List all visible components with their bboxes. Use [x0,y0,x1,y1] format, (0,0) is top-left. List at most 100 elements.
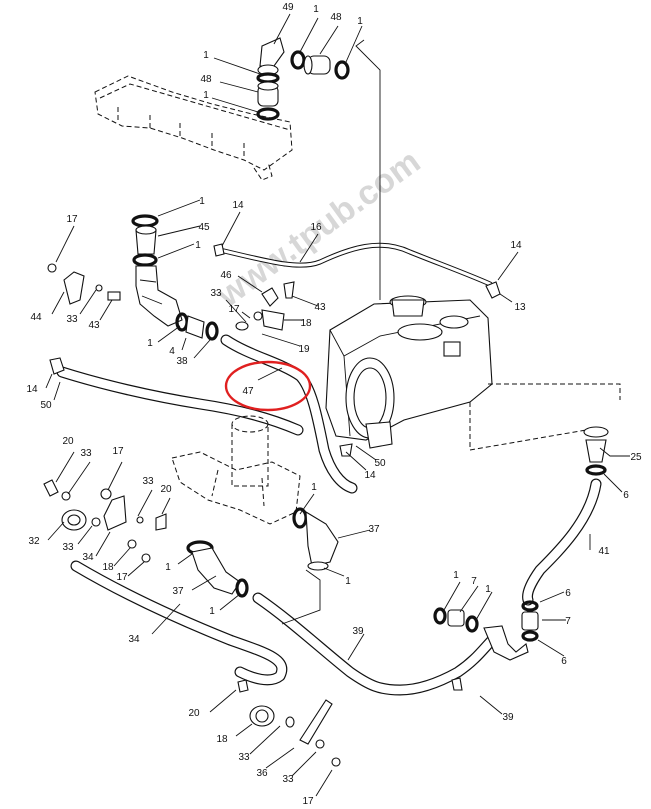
callout-39: 39 [502,712,514,723]
callout-6: 6 [561,656,567,667]
clip-14-tank [339,443,353,457]
callout-41: 41 [598,546,610,557]
callout-14: 14 [232,200,244,211]
sensor-46-cluster [235,281,295,331]
callout-34: 34 [82,552,94,563]
clamp-14-left [49,357,65,375]
elbow-37-right [292,507,339,571]
callout-18: 18 [216,734,228,745]
callout-20: 20 [188,708,200,719]
callout-47: 47 [242,386,254,397]
hose-16 [217,242,493,287]
callout-1: 1 [357,16,363,27]
highlight-circle [224,360,312,412]
clamp-mid-1b [256,107,280,121]
callout-1: 1 [485,584,491,595]
callout-34: 34 [128,634,140,645]
hose-48-top [303,55,331,75]
coupling-7-right [521,600,539,642]
tee-fitting [483,625,529,661]
clamp-top-1 [290,50,306,70]
callout-46: 46 [220,270,232,281]
callout-33: 33 [80,448,92,459]
callout-1: 1 [147,338,153,349]
callout-6: 6 [565,588,571,599]
callout-7: 7 [471,576,477,587]
callout-13: 13 [514,302,526,313]
fitting-49 [257,37,285,76]
callout-43: 43 [88,320,100,331]
callout-33: 33 [210,288,222,299]
callout-1: 1 [165,562,171,573]
coolant-tank [325,295,621,451]
callout-1: 1 [209,606,215,617]
callout-37: 37 [172,586,184,597]
fitting-25 [583,426,609,476]
callout-19: 19 [298,344,310,355]
elbow-connector [135,265,219,341]
coupling-7-left [433,607,479,633]
hose-41 [522,478,602,606]
hose-39 [252,592,500,696]
callout-25: 25 [630,452,642,463]
callout-17: 17 [116,572,128,583]
callout-7: 7 [565,616,571,627]
callout-1: 1 [199,196,205,207]
callout-44: 44 [30,312,42,323]
hose-48-mid [257,81,279,107]
callout-17: 17 [112,446,124,457]
bottom-parts [237,679,341,767]
callout-14: 14 [26,384,38,395]
clip-39 [451,677,463,691]
callout-1: 1 [203,50,209,61]
callout-1: 1 [203,90,209,101]
leader-lines [45,13,630,797]
callout-1: 1 [311,482,317,493]
callout-43: 43 [314,302,326,313]
callout-45: 45 [198,222,210,233]
clip-14-left [213,243,225,257]
callout-37: 37 [368,524,380,535]
callout-50: 50 [374,458,386,469]
callout-33: 33 [238,752,250,763]
callout-17: 17 [66,214,78,225]
callout-18: 18 [300,318,312,329]
callout-33: 33 [66,314,78,325]
callout-39: 39 [352,626,364,637]
fitting-45 [131,214,159,267]
intake-manifold [94,75,293,181]
callout-1: 1 [313,4,319,15]
callout-6: 6 [623,490,629,501]
hose-47 [220,334,358,494]
callout-33: 33 [142,476,154,487]
callout-49: 49 [282,2,294,13]
callout-33: 33 [62,542,74,553]
callout-20: 20 [62,436,74,447]
hose-34 [70,560,288,686]
fitting-32 [61,509,101,531]
callout-14: 14 [364,470,376,481]
bracket-34 [100,488,167,563]
callout-20: 20 [160,484,172,495]
callout-1: 1 [453,570,459,581]
callout-4: 4 [169,346,175,357]
elbow-37-left [186,540,249,598]
callout-48: 48 [200,74,212,85]
callout-16: 16 [310,222,322,233]
thermostat-housing [171,415,301,525]
callout-36: 36 [256,768,268,779]
callout-48: 48 [330,12,342,23]
callout-17: 17 [228,304,240,315]
bolt-20-left [43,479,71,501]
callout-50: 50 [40,400,52,411]
callout-1: 1 [345,576,351,587]
callout-32: 32 [28,536,40,547]
callout-33: 33 [282,774,294,785]
clamp-top-1b [334,60,350,80]
clamp-mid-1 [256,72,280,84]
hose-50 [56,366,304,436]
callout-1: 1 [195,240,201,251]
callout-14: 14 [510,240,522,251]
